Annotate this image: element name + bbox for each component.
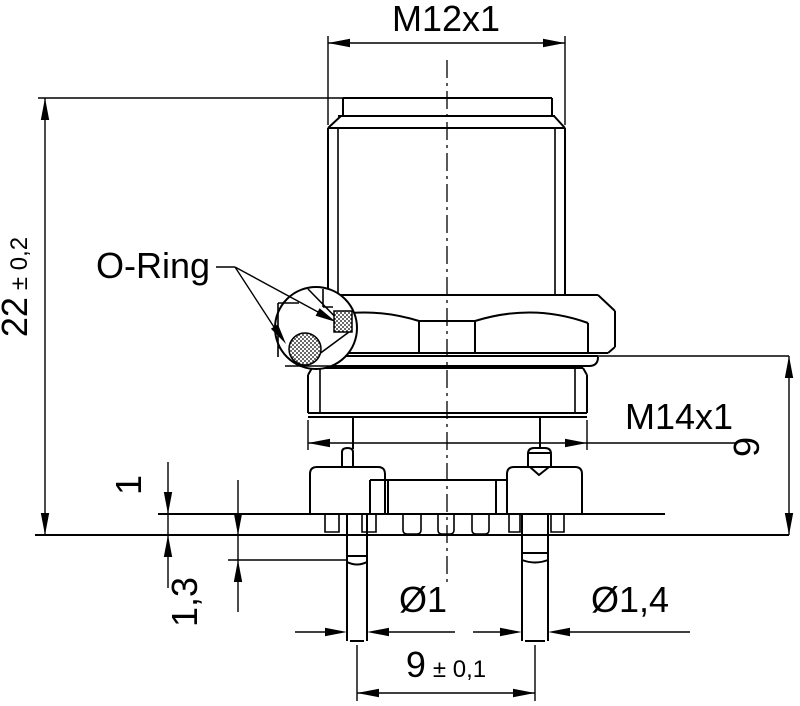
dim-arrow-icon (357, 688, 379, 698)
dim-thread-depth-label: 9 (726, 437, 767, 457)
dim-arrow-icon (40, 513, 50, 535)
dim-pin-pitch-label: 9 ± 0,1 (406, 644, 486, 685)
dim-flange-thickness-label: 1 (108, 475, 149, 495)
dim-tolerance: ± 0,1 (433, 656, 486, 683)
dim-arrow-icon (513, 688, 535, 698)
dim-arrow-icon (40, 98, 50, 120)
dim-lines (356, 645, 536, 701)
dim-lines (327, 36, 566, 125)
dim-pin-dia-large: Ø1,4 (473, 579, 690, 637)
mounting-stubs (324, 514, 565, 533)
left-pin (346, 515, 368, 642)
right-pin (521, 515, 549, 642)
dim-arrow-icon (233, 513, 243, 535)
dim-overall-height: 22 ± 0,2 (0, 97, 343, 535)
right-contact-body (506, 466, 583, 515)
leader-arrow-icon (270, 324, 286, 344)
oring-label: O-Ring (96, 245, 210, 286)
oring-leader-lines (216, 266, 319, 328)
flange-thread-lines (319, 368, 576, 413)
dim-arrow-icon (163, 492, 173, 514)
dim-thread-lower: M14x1 (307, 396, 737, 450)
dim-lines (228, 480, 347, 612)
body-outer-walls (327, 128, 566, 295)
oring-square-section (333, 310, 353, 333)
connector-body (35, 97, 789, 642)
dim-tolerance: ± 0,2 (6, 237, 33, 290)
dim-pin-standoff: 1,3 (164, 480, 347, 627)
center-pins (402, 515, 490, 535)
washer (295, 355, 599, 367)
body-thread-lines (337, 128, 556, 295)
dim-arrow-icon (565, 438, 587, 448)
dim-arrow-icon (328, 38, 350, 48)
flange-outline (307, 367, 588, 418)
dim-arrow-icon (543, 38, 565, 48)
dim-arrow-icon (325, 627, 347, 637)
dim-thread-top-label: M12x1 (392, 0, 500, 39)
dim-lines (38, 97, 343, 535)
dim-overall-height-label: 22 ± 0,2 (0, 237, 35, 337)
shoulder-chamfer (327, 115, 566, 129)
dim-value: 22 (0, 297, 35, 337)
dim-thread-lower-label: M14x1 (625, 396, 733, 437)
dim-thread-depth: 9 (596, 355, 794, 535)
leader-arrow-icon (315, 308, 336, 322)
dim-lines (307, 420, 737, 450)
dim-thread-top: M12x1 (327, 0, 566, 125)
oring-detail-balloon (274, 286, 358, 370)
dim-arrow-icon (367, 627, 389, 637)
dim-arrow-icon (308, 438, 330, 448)
dim-value: 9 (406, 644, 426, 685)
left-contact-body (309, 466, 386, 515)
dim-pin-standoff-label: 1,3 (164, 577, 205, 627)
left-nub (341, 447, 354, 467)
oring-callout: O-Ring (96, 245, 336, 344)
oring-round-section (288, 332, 322, 366)
right-nub (527, 447, 552, 476)
dim-pin-dia-small-label: Ø1 (399, 579, 447, 620)
dim-arrow-icon (784, 356, 794, 378)
dim-arrow-icon (233, 560, 243, 582)
dim-lines (596, 355, 790, 535)
dim-arrow-icon (548, 627, 570, 637)
dim-pin-pitch: 9 ± 0,1 (356, 644, 536, 701)
hex-nut-faces (305, 311, 589, 353)
dim-flange-thickness: 1 (108, 462, 173, 588)
central-insert (369, 479, 508, 514)
dim-pin-dia-large-label: Ø1,4 (591, 579, 669, 620)
dim-arrow-icon (784, 513, 794, 535)
dim-arrow-icon (500, 627, 522, 637)
tip-cylinder (342, 97, 553, 116)
dim-pin-dia-small: Ø1 (295, 579, 455, 637)
dim-arrow-icon (163, 535, 173, 557)
